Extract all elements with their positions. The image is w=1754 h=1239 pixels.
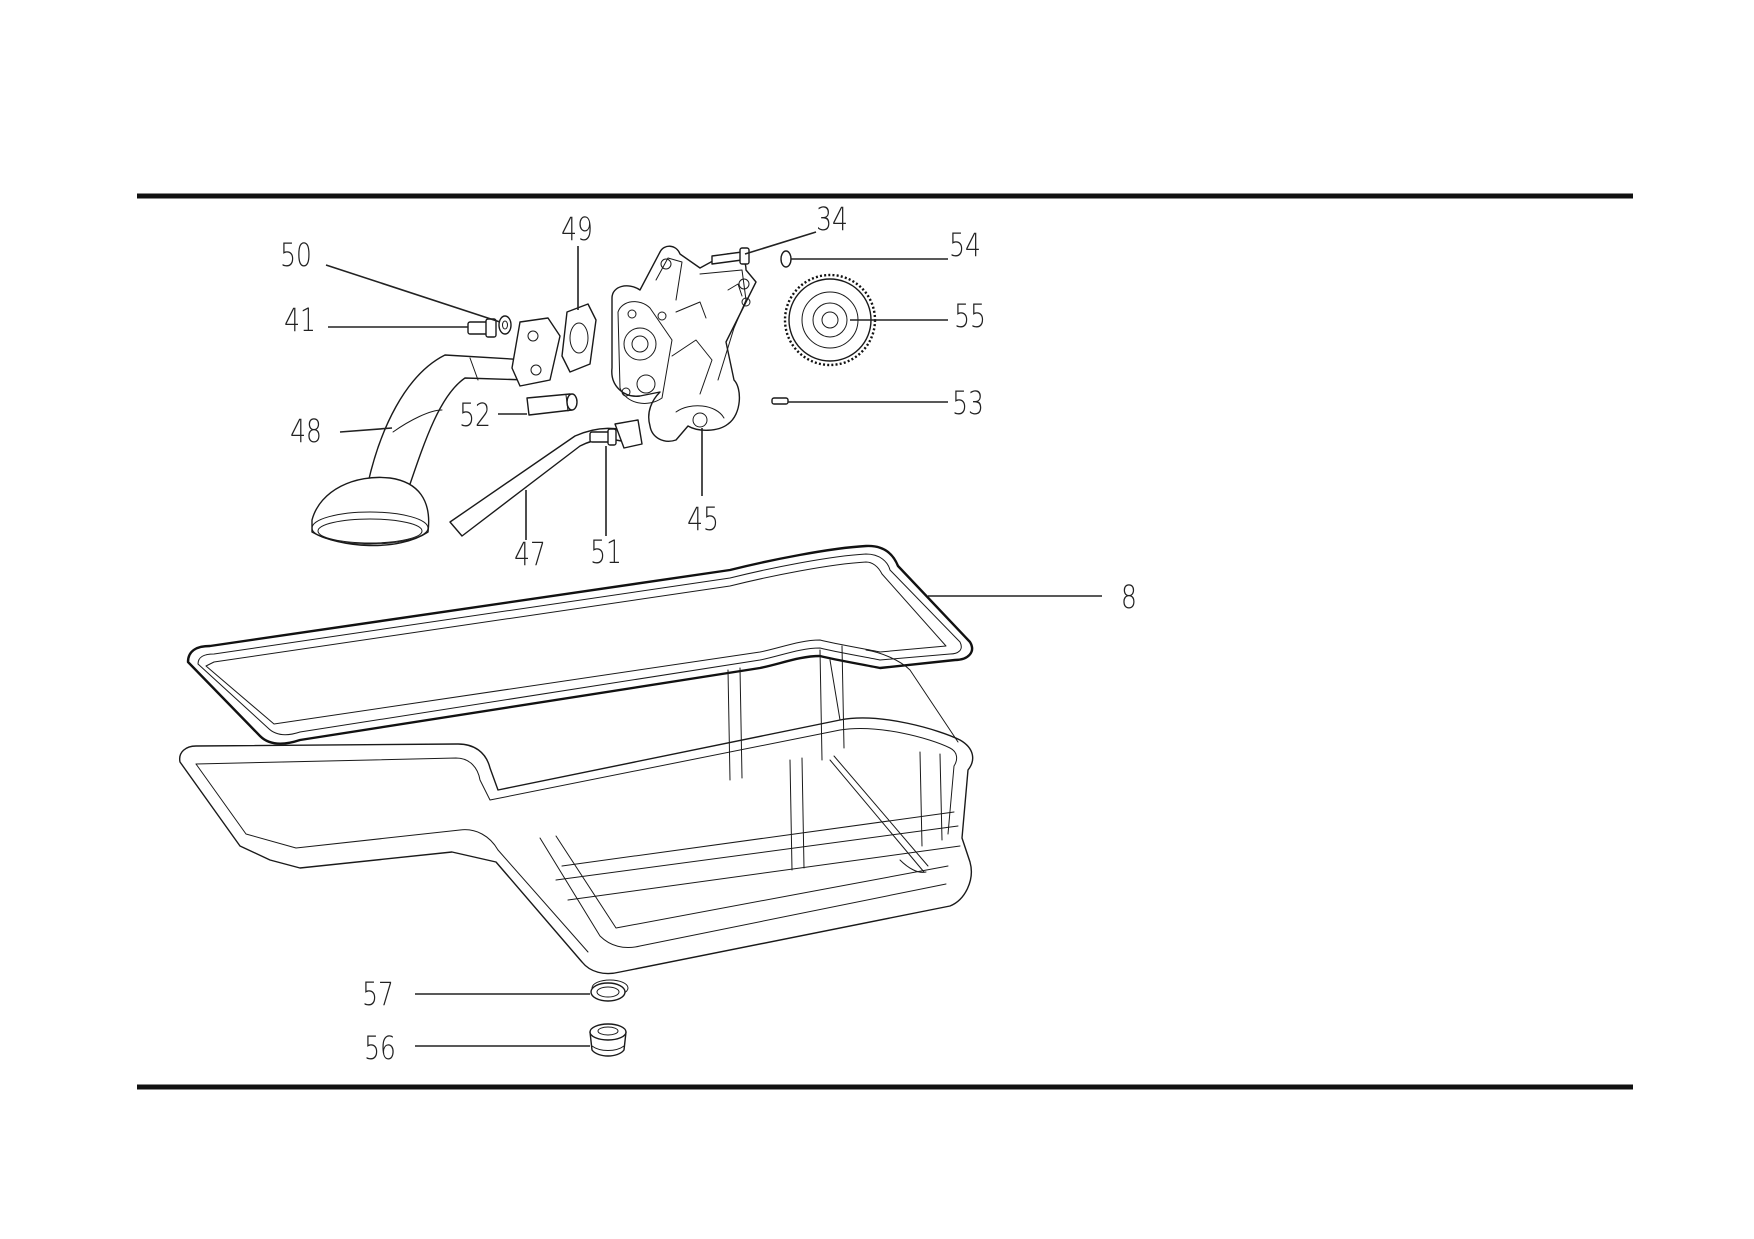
pin-part-53[interactable] (771, 397, 789, 405)
drain-plug-part-56[interactable] (589, 1023, 627, 1057)
callout-label-53: 53 (952, 384, 984, 422)
callout-label-8: 8 (1121, 578, 1137, 616)
leader-line-48 (339, 427, 393, 433)
callout-label-45: 45 (687, 500, 719, 538)
bolt-part-34[interactable] (711, 247, 750, 265)
callout-label-51: 51 (590, 533, 622, 571)
outlet-tube-part-47[interactable] (449, 419, 643, 537)
leader-line-50 (325, 264, 501, 323)
callout-label-34: 34 (816, 200, 848, 238)
oil-pan-body[interactable] (179, 645, 974, 997)
washer-part-57[interactable] (590, 982, 626, 1002)
oil-pump-part-45[interactable] (611, 245, 757, 442)
o-ring-part-54[interactable] (780, 250, 792, 268)
oil-pickup-tube-part-48[interactable] (311, 317, 561, 547)
sleeve-part-52[interactable] (526, 393, 578, 416)
bolt-part-41[interactable] (467, 318, 497, 338)
callout-label-50: 50 (280, 236, 312, 274)
callout-label-56: 56 (364, 1029, 396, 1067)
callout-label-52: 52 (459, 396, 491, 434)
callout-label-47: 47 (514, 535, 546, 573)
oil-pan-gasket-part-8[interactable] (186, 544, 974, 745)
bolt-part-51[interactable] (589, 428, 617, 446)
callout-label-41: 41 (284, 301, 316, 339)
gasket-part-49[interactable] (561, 303, 597, 373)
washer-part-50[interactable] (498, 315, 512, 335)
callout-label-55: 55 (954, 297, 986, 335)
callout-label-54: 54 (949, 226, 981, 264)
callout-label-49: 49 (561, 210, 593, 248)
callout-label-48: 48 (290, 412, 322, 450)
leader-line-34 (744, 231, 817, 255)
callout-label-57: 57 (362, 975, 394, 1013)
